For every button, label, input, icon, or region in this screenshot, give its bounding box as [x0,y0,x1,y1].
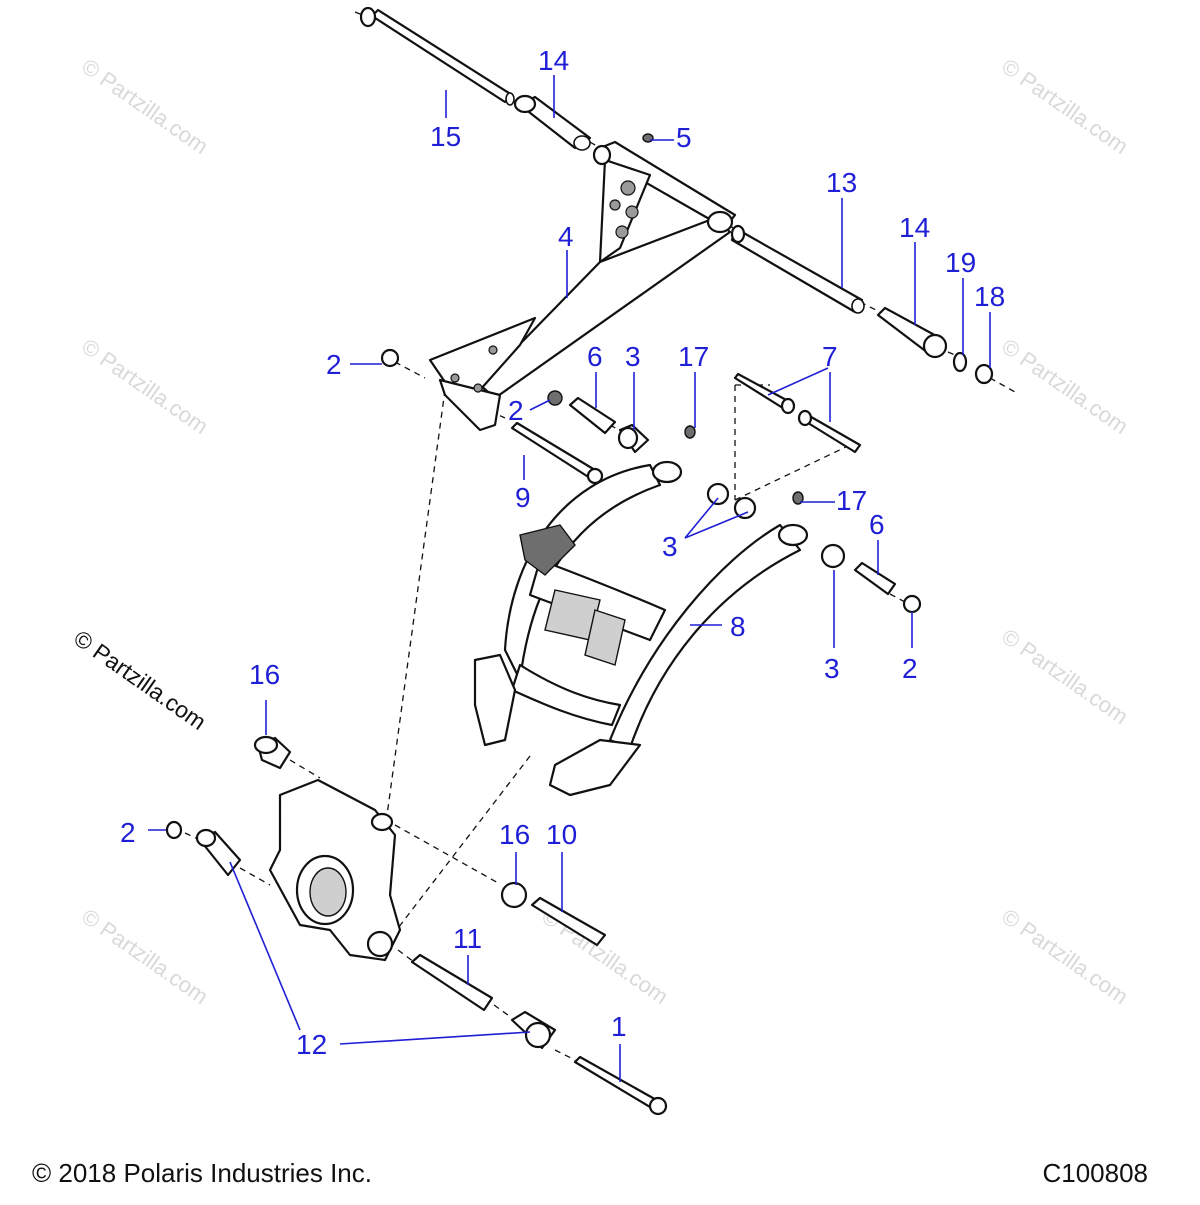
assembly-lines [184,11,1016,1061]
part-2-nut-upper-left [380,348,400,368]
part-10-spacer [530,896,607,947]
part-1-bolt [573,1055,668,1116]
hub-knuckle [268,778,402,962]
callout-2: 2 [902,653,918,684]
watermark: © Partzilla.com [77,904,213,1010]
part-15-bolt [359,6,515,106]
part-9-bolt [510,421,604,485]
part-12-bushing-right [510,1010,557,1050]
callout-6: 6 [587,341,603,372]
part-17-fitting-left [684,425,696,439]
callout-14: 14 [899,212,930,243]
callout-3: 3 [824,653,840,684]
part-3-bushing-right [820,543,846,569]
callout-13: 13 [826,167,857,198]
part-2-nut-right [902,594,922,614]
watermark: © Partzilla.com [997,904,1133,1010]
part-2-nut-lower [165,820,183,840]
callout-16: 16 [499,819,530,850]
callout-4: 4 [558,221,574,252]
callout-12: 12 [296,1029,327,1060]
part-3-bushing-left [617,423,650,454]
part-19-washer [952,351,968,373]
part-17-fitting-right [792,491,804,505]
watermark: © Partzilla.com [77,54,213,160]
part-2-nut-mid [547,390,563,406]
part-7-bolts [733,372,862,454]
part-8-control-arm [473,460,809,797]
callout-8: 8 [730,611,746,642]
callout-2: 2 [508,395,524,426]
callout-2: 2 [326,349,342,380]
callout-1: 1 [611,1011,627,1042]
callout-19: 19 [945,247,976,278]
part-11-spacer [410,953,494,1012]
part-16-bushing-upper [253,735,292,770]
callouts: 15 14 5 13 14 19 18 4 2 6 3 17 7 2 9 17 … [120,45,1005,1060]
callout-3: 3 [662,531,678,562]
copyright-text: © 2018 Polaris Industries Inc. [32,1158,372,1188]
callout-5: 5 [676,122,692,153]
part-18-nut [974,363,994,385]
callout-11: 11 [453,923,482,954]
callout-9: 9 [515,482,531,513]
callout-15: 15 [430,121,461,152]
part-12-bushing-left [195,828,242,877]
part-14-bushing-upper [513,94,592,151]
part-4-trailing-arm [428,140,737,432]
callout-6: 6 [869,509,885,540]
diagram-code: C100808 [1042,1158,1148,1188]
callout-18: 18 [974,281,1005,312]
part-6-spacer-left [568,396,617,435]
callout-16: 16 [249,659,280,690]
watermark: © Partzilla.com [997,54,1133,160]
callout-10: 10 [546,819,577,850]
callout-14: 14 [538,45,569,76]
part-13-pivot-tube [730,224,865,314]
watermark: © Partzilla.com [77,334,213,440]
watermark: © Partzilla.com [69,625,211,735]
part-16-bushing-lower [500,881,528,909]
part-6-spacer-right [853,561,897,596]
watermark: © Partzilla.com [997,624,1133,730]
callout-7: 7 [822,341,838,372]
callout-17: 17 [678,341,709,372]
leader-lines [148,75,991,1082]
callout-17: 17 [836,485,867,516]
callout-2: 2 [120,817,136,848]
part-14-bushing-lower [876,306,948,359]
callout-3: 3 [625,341,641,372]
watermark: © Partzilla.com [997,334,1133,440]
